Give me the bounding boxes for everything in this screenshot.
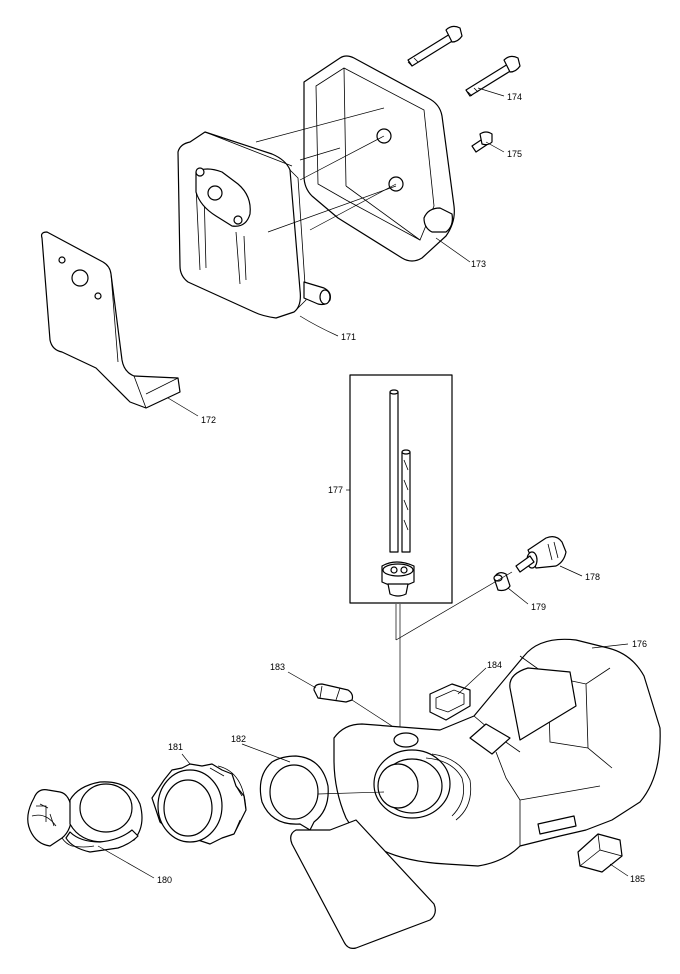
label-178: 178 bbox=[585, 572, 600, 582]
gasket bbox=[259, 755, 436, 949]
label-176: 176 bbox=[632, 639, 647, 649]
label-181: 181 bbox=[168, 742, 183, 752]
label-171: 171 bbox=[341, 332, 356, 342]
label-172: 172 bbox=[201, 415, 216, 425]
label-179: 179 bbox=[531, 602, 546, 612]
fuel-tank bbox=[333, 638, 661, 867]
rubber-pad-bottom bbox=[577, 833, 623, 873]
label-182: 182 bbox=[231, 734, 246, 744]
label-leaders bbox=[97, 87, 629, 879]
assembly-guide-lines-top bbox=[255, 107, 397, 233]
fuel-filter bbox=[515, 536, 567, 573]
label-174: 174 bbox=[507, 92, 522, 102]
part-number-labels: 171 172 173 174 175 176 177 178 179 180 … bbox=[157, 92, 647, 885]
label-185: 185 bbox=[630, 874, 645, 884]
fuel-pipe-kit bbox=[349, 374, 453, 640]
grommet bbox=[493, 572, 511, 592]
clip bbox=[313, 683, 393, 727]
label-177: 177 bbox=[328, 485, 343, 495]
muffler-cover bbox=[303, 55, 455, 262]
label-183: 183 bbox=[270, 662, 285, 672]
fuel-cap bbox=[151, 763, 247, 845]
breather-cap bbox=[27, 781, 143, 853]
assembly-guide-lines-middle bbox=[395, 571, 513, 740]
muffler-bracket bbox=[40, 231, 181, 409]
long-bolts bbox=[407, 25, 521, 97]
label-173: 173 bbox=[471, 259, 486, 269]
label-175: 175 bbox=[507, 149, 522, 159]
label-184: 184 bbox=[487, 660, 502, 670]
screw bbox=[471, 131, 493, 153]
label-180: 180 bbox=[157, 875, 172, 885]
rubber-pad-top bbox=[429, 683, 471, 721]
muffler-body bbox=[177, 131, 331, 319]
